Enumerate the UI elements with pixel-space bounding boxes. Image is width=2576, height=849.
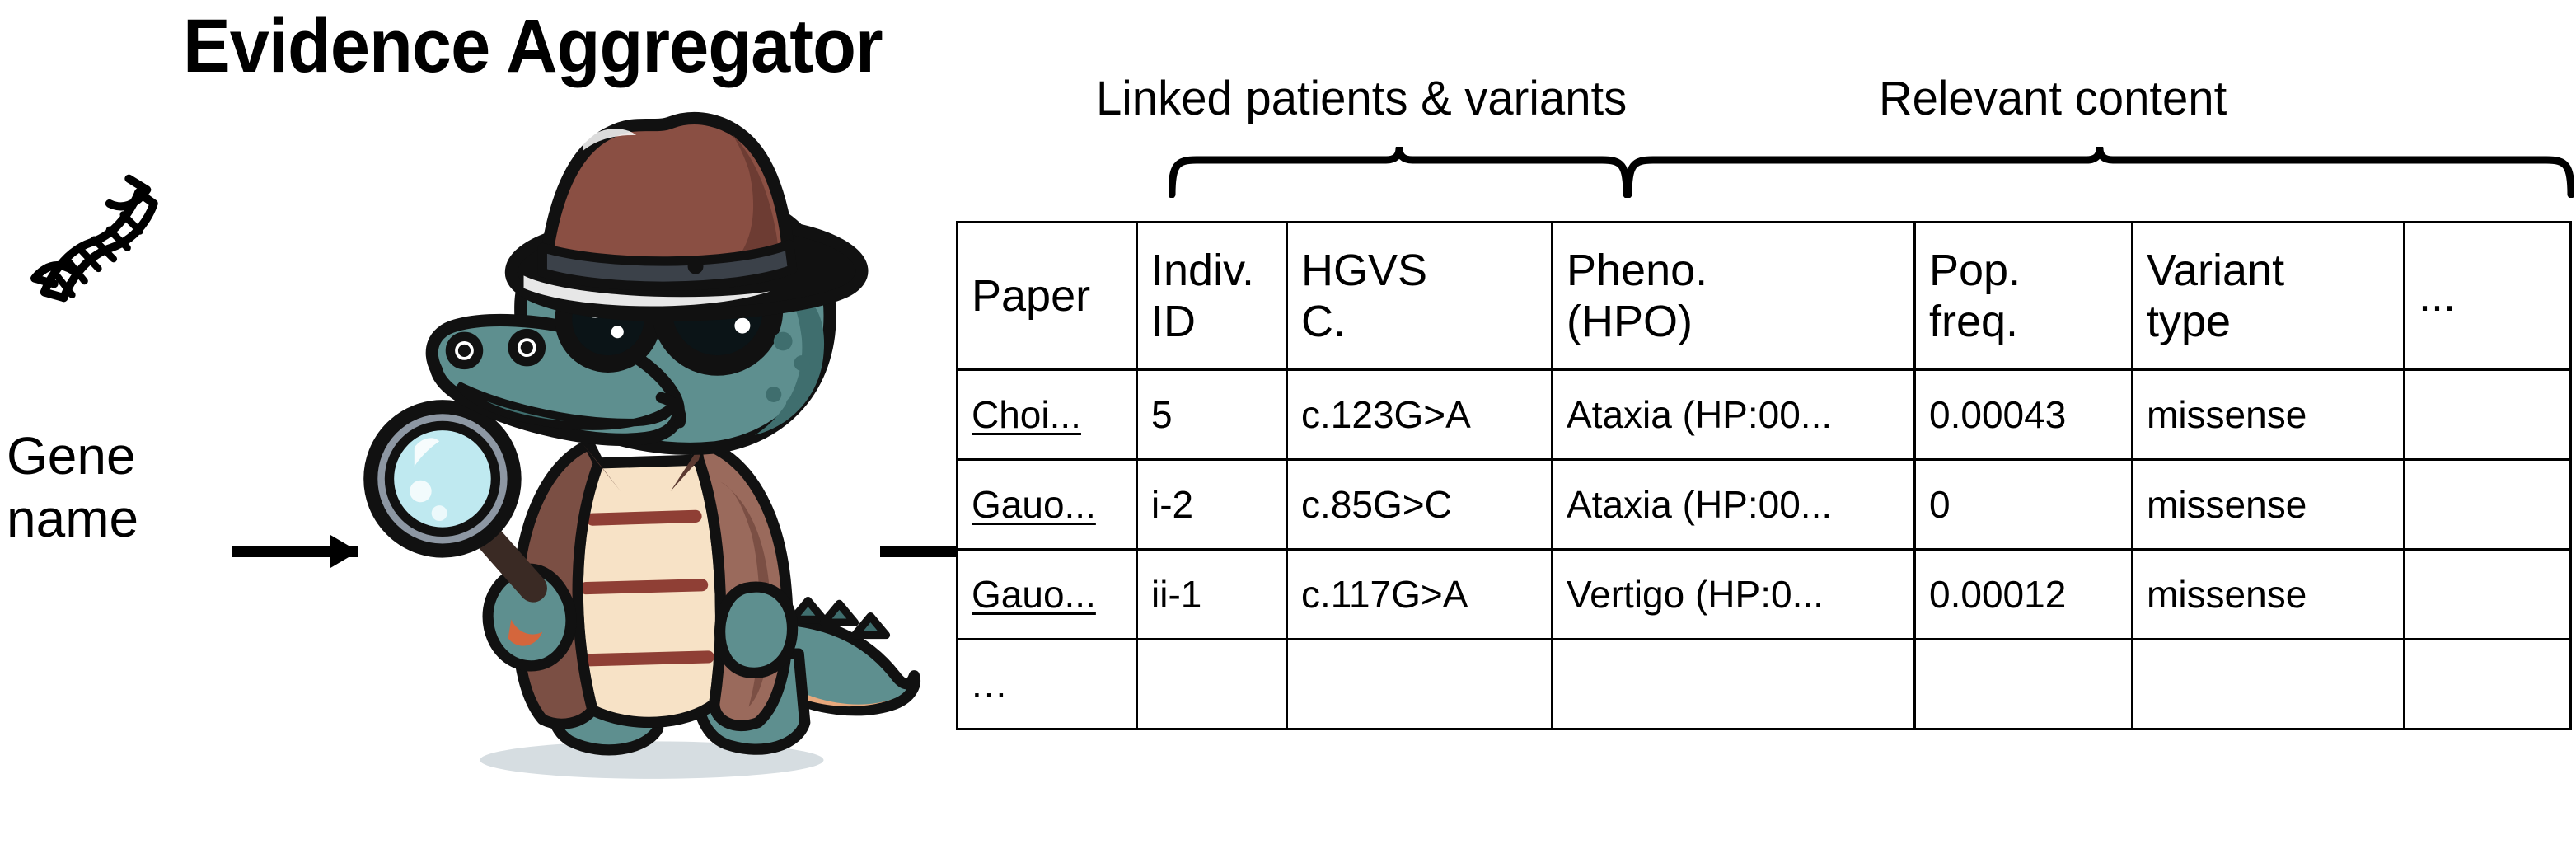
cell-variant-type: missense <box>2131 368 2405 461</box>
cell-hgvs-c <box>1286 638 1553 730</box>
paper-link[interactable]: Gauo... <box>972 573 1096 616</box>
cell-indiv-id <box>1136 638 1288 730</box>
cell-more <box>2403 638 2572 730</box>
gene-input-block: Gene name <box>7 424 204 550</box>
group-label-relevant-content: Relevant content <box>1879 72 2227 125</box>
cell-indiv-id: ii-1 <box>1136 548 1288 640</box>
detective-crocodile-mascot <box>363 112 920 779</box>
cell-variant-type: missense <box>2131 458 2405 551</box>
cell-paper[interactable]: Gauo... <box>956 548 1138 640</box>
column-header-indiv-id-line1: Indiv. <box>1151 246 1255 295</box>
column-header-pheno-hpo[interactable]: Pheno. (HPO) <box>1551 221 1916 371</box>
column-header-hgvs-c-line2: C. <box>1301 297 1346 346</box>
column-header-pheno-hpo-line1: Pheno. <box>1567 246 1708 295</box>
column-header-paper-line1: Paper <box>972 271 1091 321</box>
cell-variant-type <box>2131 638 2405 730</box>
cell-indiv-id: i-2 <box>1136 458 1288 551</box>
paper-link[interactable]: Gauo... <box>972 483 1096 526</box>
column-header-variant-type-line2: type <box>2147 297 2232 346</box>
brace-relevant-content <box>1625 147 2574 198</box>
arrowhead-icon <box>330 535 358 568</box>
column-header-variant-type[interactable]: Variant type <box>2131 221 2405 371</box>
cell-hgvs-c: c.123G>A <box>1286 368 1553 461</box>
cell-more <box>2403 368 2572 461</box>
cell-pop-freq <box>1913 638 2133 730</box>
column-header-indiv-id[interactable]: Indiv. ID <box>1136 221 1288 371</box>
column-header-variant-type-line1: Variant <box>2147 246 2285 295</box>
column-header-more[interactable]: ... <box>2403 221 2572 371</box>
brace-linked-patients <box>1169 147 1630 198</box>
cell-more <box>2403 548 2572 640</box>
table-header-row: Paper Indiv. ID HGVS C. Pheno. (HPO) Pop… <box>956 221 2572 371</box>
arrow-gene-to-agent <box>232 535 358 568</box>
column-header-pop-freq-line1: Pop. <box>1929 246 2021 295</box>
cell-paper-ellipsis: ... <box>956 638 1138 730</box>
cell-more <box>2403 458 2572 551</box>
cell-paper[interactable]: Gauo... <box>956 458 1138 551</box>
table-row: Gauo... i-2 c.85G>C Ataxia (HP:00... 0 m… <box>956 458 2572 551</box>
gene-name-label: Gene name <box>7 426 139 548</box>
column-header-hgvs-c-line1: HGVS <box>1301 246 1428 295</box>
group-label-linked-patients: Linked patients & variants <box>1096 72 1628 125</box>
cell-pheno-hpo: Vertigo (HP:0... <box>1551 548 1916 640</box>
cell-variant-type: missense <box>2131 548 2405 640</box>
column-header-indiv-id-line2: ID <box>1151 297 1196 346</box>
table-row: Gauo... ii-1 c.117G>A Vertigo (HP:0... 0… <box>956 548 2572 640</box>
table-row: ... <box>956 638 2572 730</box>
column-header-pop-freq-line2: freq. <box>1929 297 2019 346</box>
column-header-pheno-hpo-line2: (HPO) <box>1567 297 1693 346</box>
cell-hgvs-c: c.85G>C <box>1286 458 1553 551</box>
cell-indiv-id: 5 <box>1136 368 1288 461</box>
dna-icon <box>30 174 158 303</box>
cell-paper[interactable]: Choi... <box>956 368 1138 461</box>
page-title: Evidence Aggregator <box>183 4 883 88</box>
cell-pheno-hpo: Ataxia (HP:00... <box>1551 368 1916 461</box>
evidence-table: Paper Indiv. ID HGVS C. Pheno. (HPO) Pop… <box>956 221 2572 730</box>
paper-link[interactable]: Choi... <box>972 393 1081 436</box>
column-header-hgvs-c[interactable]: HGVS C. <box>1286 221 1553 371</box>
cell-pheno-hpo <box>1551 638 1916 730</box>
cell-pop-freq: 0.00043 <box>1913 368 2133 461</box>
column-header-pop-freq[interactable]: Pop. freq. <box>1913 221 2133 371</box>
column-header-more-line1: ... <box>2419 271 2457 321</box>
cell-pop-freq: 0.00012 <box>1913 548 2133 640</box>
column-header-paper[interactable]: Paper <box>956 221 1138 371</box>
table-row: Choi... 5 c.123G>A Ataxia (HP:00... 0.00… <box>956 368 2572 461</box>
cell-pheno-hpo: Ataxia (HP:00... <box>1551 458 1916 551</box>
cell-hgvs-c: c.117G>A <box>1286 548 1553 640</box>
cell-pop-freq: 0 <box>1913 458 2133 551</box>
